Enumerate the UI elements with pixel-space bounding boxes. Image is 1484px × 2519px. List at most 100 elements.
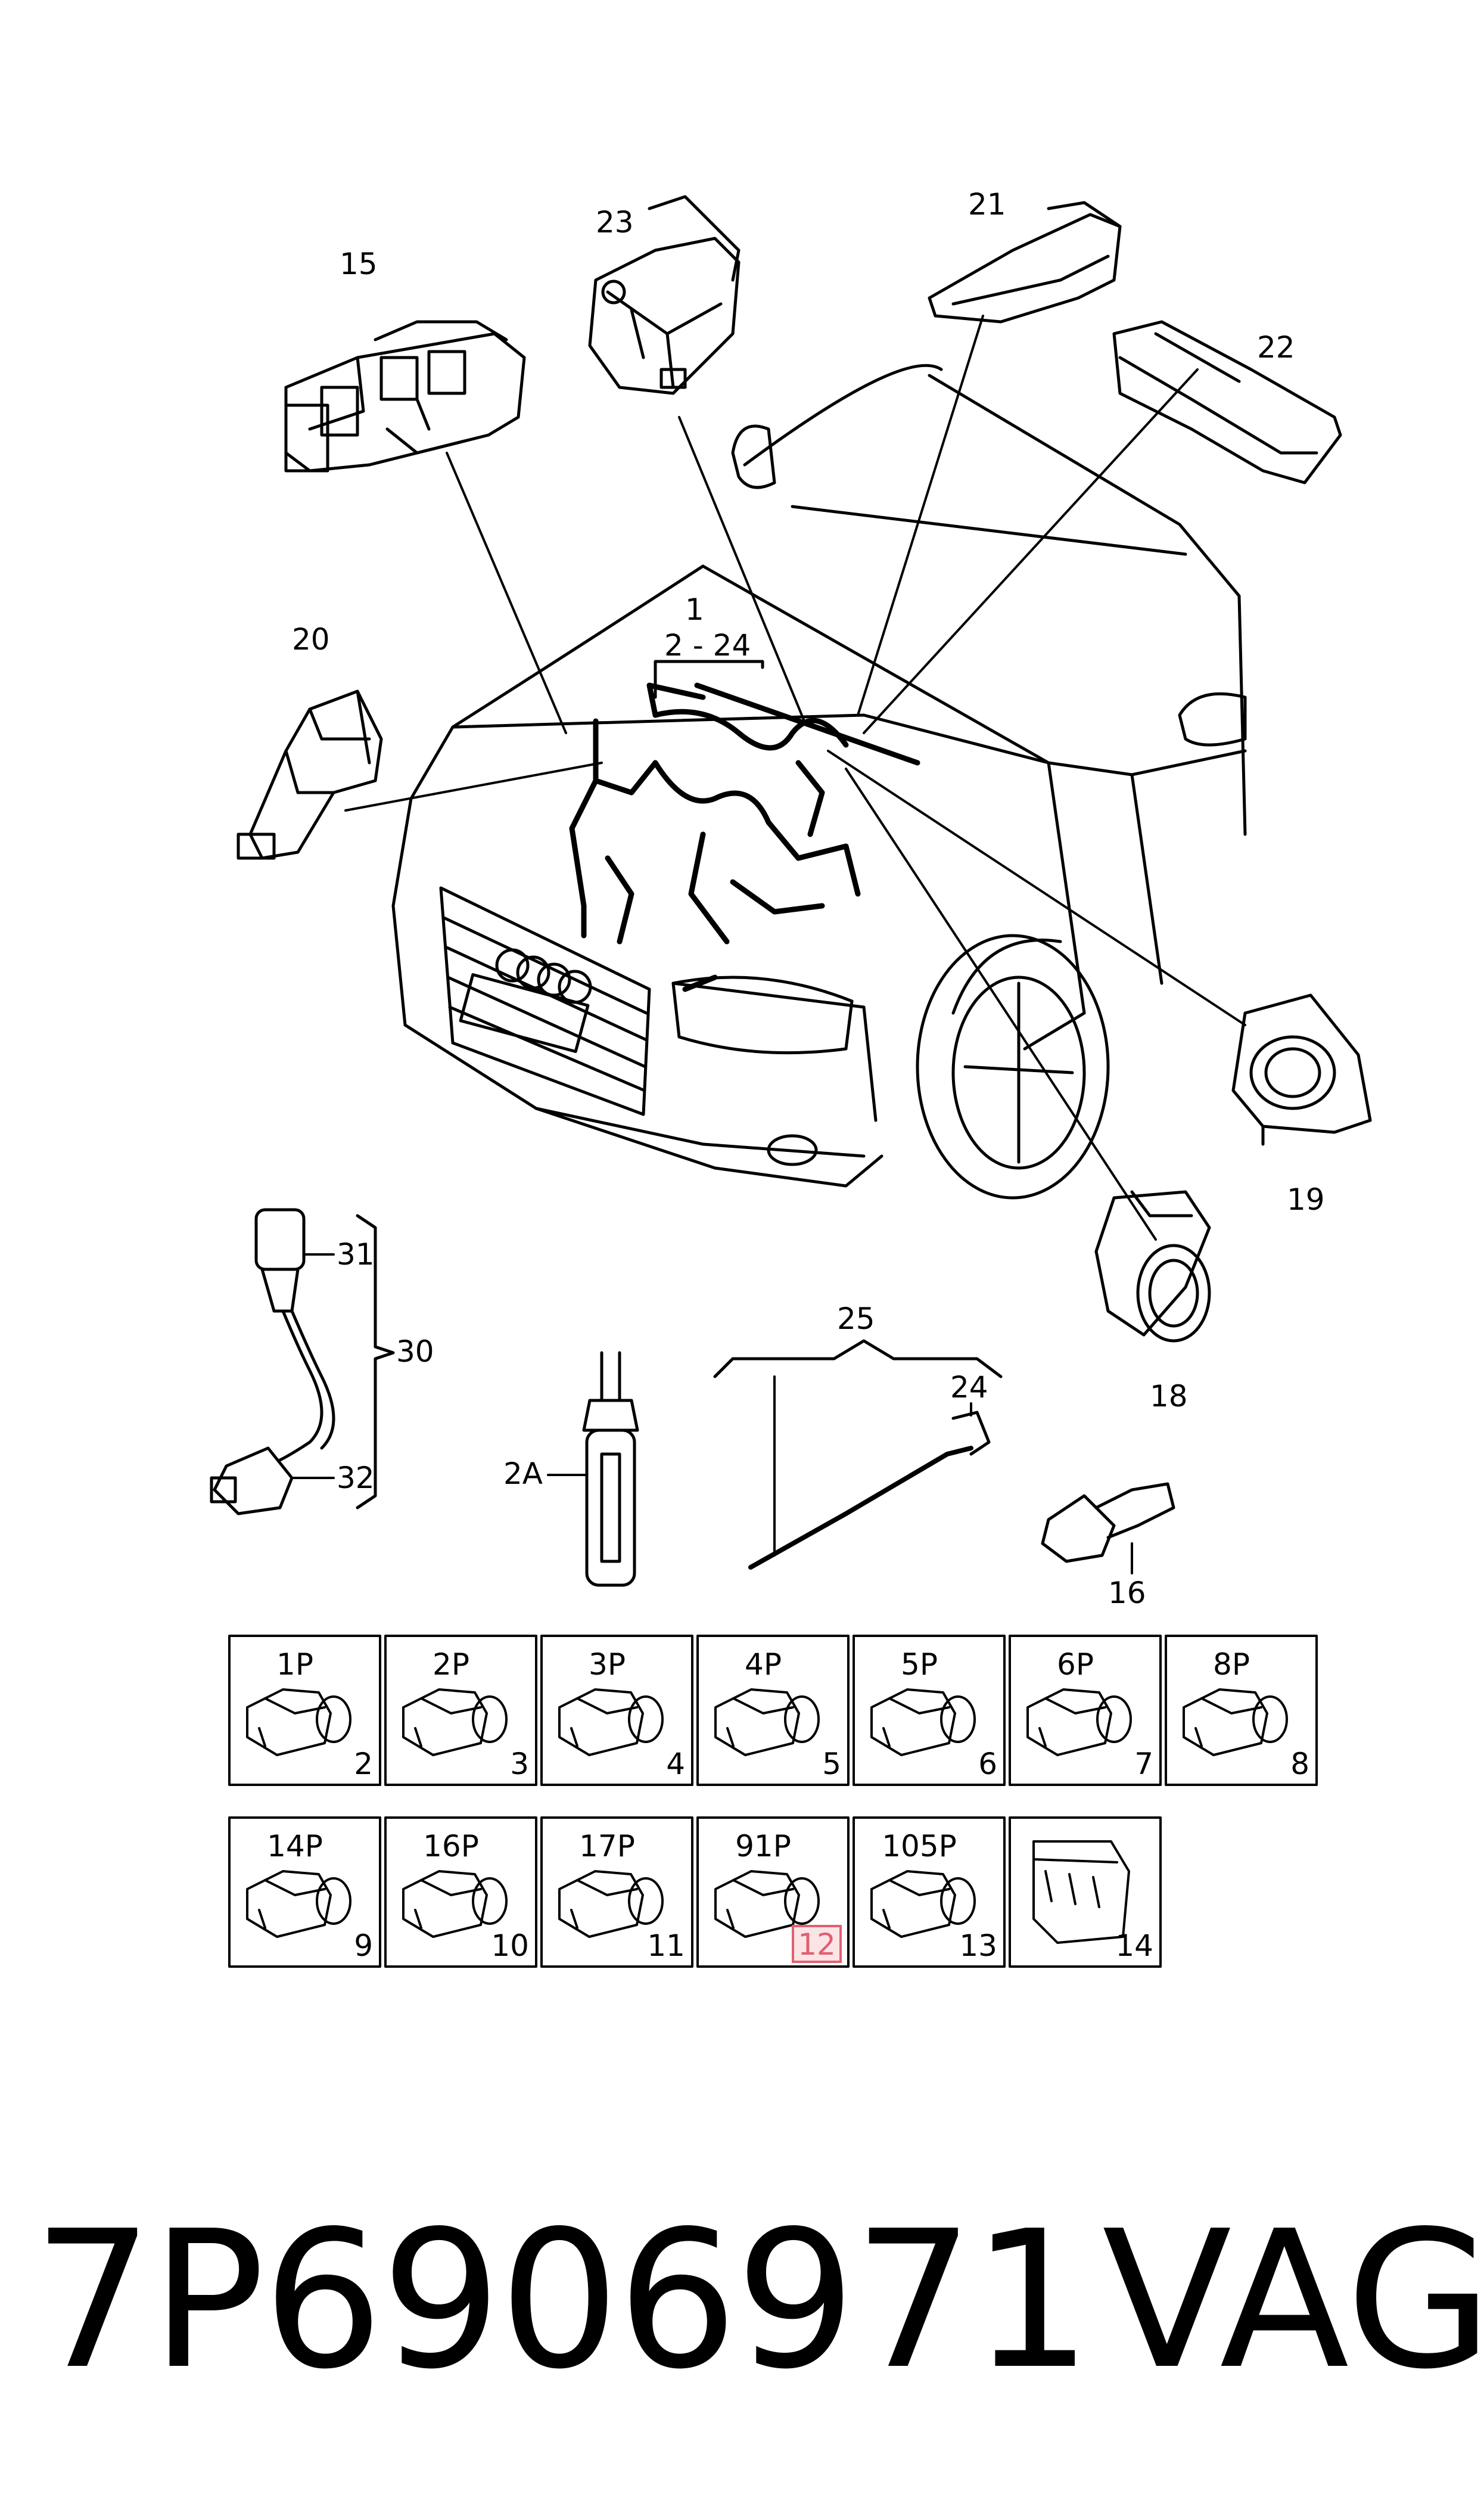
connector-item-number: 7 (1134, 1747, 1153, 1781)
connector-cell-frame (228, 1816, 381, 1968)
highlight-box (792, 1925, 842, 1963)
cable-25 (713, 1339, 1003, 1570)
connector-item-number: 12 (798, 1927, 836, 1962)
connector-pin-count: 1P (276, 1647, 313, 1682)
duct-cover-22 (1112, 320, 1342, 484)
connector-cell (1165, 1635, 1318, 1786)
connector-housing-icon (870, 1688, 976, 1756)
connector-item-number: 4 (666, 1747, 685, 1781)
connector-cell-frame (228, 1635, 381, 1786)
connector-housing-icon (1026, 1688, 1132, 1756)
connector-cell-frame (384, 1635, 537, 1786)
connector-cell-frame (1009, 1635, 1162, 1786)
connector-cell (696, 1635, 850, 1786)
callout-30: 30 (396, 1334, 434, 1369)
connector-item-number: 14 (1115, 1928, 1153, 1963)
connector-item-number: 3 (510, 1747, 529, 1781)
connector-housing-icon (1183, 1688, 1288, 1756)
connector-cell (228, 1816, 381, 1968)
callout-22: 22 (1257, 330, 1295, 365)
connector-item-number: 8 (1290, 1747, 1309, 1781)
car-illustration (391, 364, 1247, 1200)
connector-cell (853, 1635, 1006, 1786)
callout-32: 32 (337, 1461, 375, 1495)
connector-cell (1009, 1635, 1162, 1786)
connector-item-number: 11 (647, 1928, 685, 1963)
connector-housing-icon (714, 1870, 820, 1938)
callout-2A: 2A (503, 1456, 543, 1491)
connector-item-number: 6 (978, 1747, 997, 1781)
connector-item-number: 5 (822, 1747, 841, 1781)
callout-24: 24 (950, 1370, 988, 1405)
connector-20 (237, 689, 383, 860)
fuse-carrier-23 (588, 195, 741, 395)
connector-cell-frame (1009, 1816, 1162, 1968)
connector-pin-count: 17P (579, 1829, 635, 1863)
connector-pin-count: 8P (1213, 1647, 1250, 1682)
connector-housing-icon (246, 1870, 351, 1938)
connector-cell (540, 1816, 693, 1968)
connector-housing-icon (870, 1870, 976, 1938)
callout-25: 25 (837, 1302, 875, 1336)
connector-item-number: 10 (491, 1928, 529, 1963)
connector-cell (853, 1816, 1006, 1968)
connector-grid-labels: 1P 2 2P 3 3P 4 4P 5 5P 6 6P 7 8P 8 14P 9 16P 10 17P 11 91P 12… (267, 1647, 1309, 1963)
callout-16: 16 (1108, 1576, 1146, 1610)
range-callout: 2 - 24 (664, 628, 751, 663)
connector-pin-count: 4P (745, 1647, 782, 1682)
cover-21 (928, 201, 1122, 324)
callout-23: 23 (596, 205, 634, 240)
grommet-18 (1094, 1190, 1211, 1343)
connector-housing-icon (402, 1870, 508, 1938)
connector-pin-count: 6P (1057, 1647, 1094, 1682)
connector-item-number: 2 (354, 1747, 373, 1781)
callout-19: 19 (1287, 1182, 1325, 1217)
callout-31: 31 (337, 1237, 375, 1272)
control-unit-icon (1032, 1840, 1130, 1944)
harness-bracket (654, 660, 764, 699)
connector-pin-count: 105P (882, 1829, 957, 1863)
connector-pin-count: 5P (901, 1647, 938, 1682)
relay-box-15 (284, 320, 526, 473)
callout-18: 18 (1150, 1379, 1188, 1414)
leader-lines (344, 315, 1246, 1241)
connector-pin-count: 91P (735, 1829, 791, 1863)
connector-cell (384, 1816, 537, 1968)
pigtail-30 (210, 1208, 395, 1515)
connector-pin-count: 14P (267, 1829, 323, 1863)
connector-cell-frame (1165, 1635, 1318, 1786)
connector-cell-frame (696, 1635, 850, 1786)
connector-cell (696, 1816, 850, 1968)
connector-item-number: 9 (354, 1928, 373, 1963)
wiring-harness (569, 682, 920, 992)
brand-name: VAG (1102, 2190, 1484, 2411)
connector-cell-frame (540, 1635, 693, 1786)
connector-pin-count: 2P (433, 1647, 469, 1682)
connector-cell-frame (540, 1816, 693, 1968)
callout-15: 15 (340, 247, 378, 281)
connector-grid (228, 1635, 1318, 1968)
connector-pin-count: 3P (589, 1647, 626, 1682)
release-tool-2A (582, 1351, 639, 1587)
connector-housing-icon (558, 1870, 664, 1938)
callout-21: 21 (968, 187, 1006, 222)
assembly-callout: 1 (685, 592, 704, 627)
connector-cell-frame (853, 1816, 1006, 1968)
connector-housing-icon (714, 1688, 820, 1756)
callout-20: 20 (292, 622, 330, 657)
connector-item-number: 13 (959, 1928, 997, 1963)
plug-16 (1041, 1482, 1175, 1574)
connector-cell-frame (853, 1635, 1006, 1786)
connector-cell-frame (384, 1816, 537, 1968)
connector-cell-frame (696, 1816, 850, 1968)
connector-housing-icon (246, 1688, 351, 1756)
part-number: 7P6906971 (33, 2190, 1092, 2411)
connector-cell (1009, 1816, 1162, 1968)
connector-cell (384, 1635, 537, 1786)
grommet-19 (1231, 993, 1372, 1146)
connector-pin-count: 16P (423, 1829, 479, 1863)
callout-labels: 15 23 21 22 20 1 2 - 24 19 18 25 24 16 2… (292, 187, 1325, 1610)
connector-cell (228, 1635, 381, 1786)
